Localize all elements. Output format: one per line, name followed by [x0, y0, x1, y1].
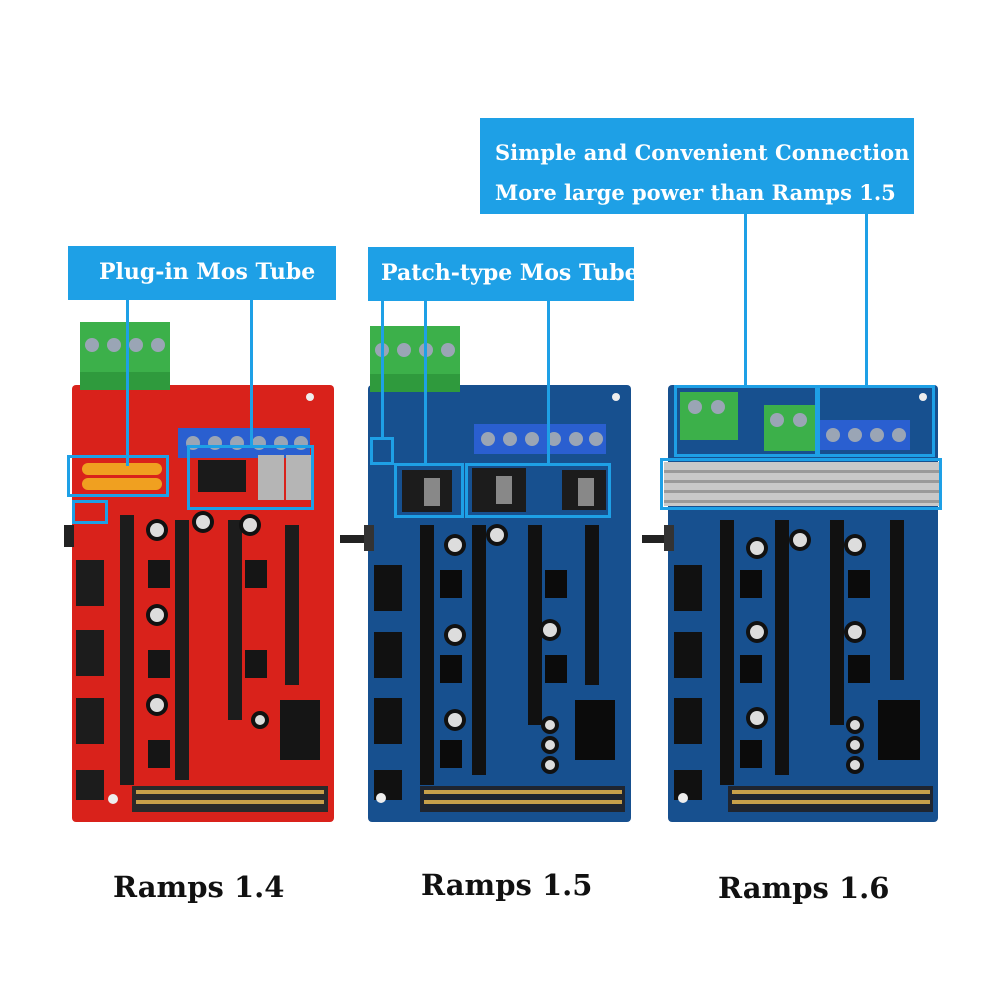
plugin-mos-callout: Plug-in Mos Tube — [68, 246, 336, 300]
patch-mos-highlight-2 — [394, 463, 464, 518]
patch-mos-label: Patch-type Mos Tube — [381, 260, 639, 286]
ramps-1-4-board — [64, 322, 334, 822]
caption-ramps-1-5: Ramps 1.5 — [421, 868, 593, 902]
connection-line-2: More large power than Ramps 1.5 — [495, 180, 896, 205]
patch-mos-highlight-3 — [465, 463, 611, 518]
connection-highlight-blue — [815, 385, 935, 457]
caption-ramps-1-6: Ramps 1.6 — [718, 871, 890, 905]
plugin-mos-highlight-fuse — [67, 455, 169, 497]
plugin-mos-highlight-header — [72, 500, 108, 524]
plugin-mos-label: Plug-in Mos Tube — [99, 259, 316, 285]
connection-callout: Simple and Convenient Connection More la… — [480, 118, 914, 214]
plugin-mos-highlight-tubes — [187, 445, 314, 510]
connection-highlight-heatsink — [660, 458, 942, 510]
ramps-1-6-board — [642, 385, 940, 822]
connection-line-1: Simple and Convenient Connection — [495, 140, 910, 165]
patch-mos-highlight-1 — [370, 437, 394, 465]
connection-highlight-terminals — [674, 385, 820, 457]
caption-ramps-1-4: Ramps 1.4 — [113, 870, 285, 904]
ramps-1-5-board — [340, 326, 631, 822]
patch-mos-callout: Patch-type Mos Tube — [368, 247, 639, 301]
